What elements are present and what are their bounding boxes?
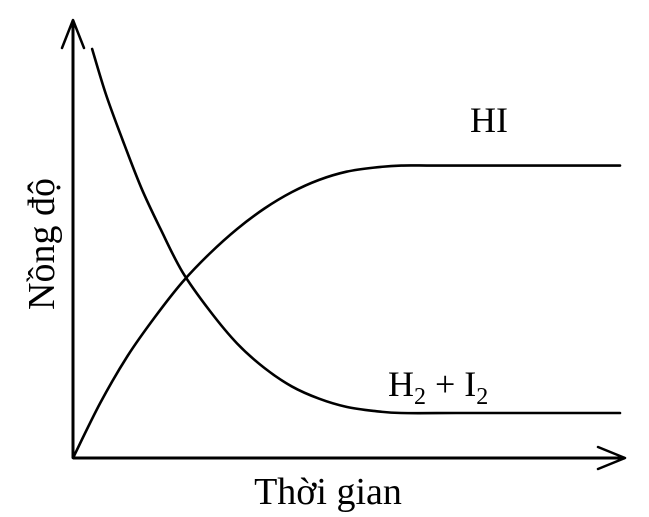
x-axis-arrow-icon	[596, 445, 627, 471]
series-group	[71, 47, 622, 460]
series-label-h2-i2: H2 + I2	[388, 364, 488, 410]
series-label-hi: HI	[470, 100, 508, 140]
series-label-h2-i2-plus-i: + I	[426, 364, 476, 404]
y-axis-label: Nồng độ	[21, 178, 63, 310]
axes	[60, 18, 627, 471]
series-label-h2-i2-subscript-h: 2	[414, 384, 426, 410]
series-label-h2-i2-subscript-i: 2	[476, 384, 488, 410]
y-axis-arrow-icon	[60, 18, 86, 50]
series-line-hi	[71, 164, 622, 460]
x-axis-label: Thời gian	[254, 471, 402, 513]
series-label-h2-i2-h: H	[388, 364, 414, 404]
series-line-h2-i2	[90, 47, 622, 415]
